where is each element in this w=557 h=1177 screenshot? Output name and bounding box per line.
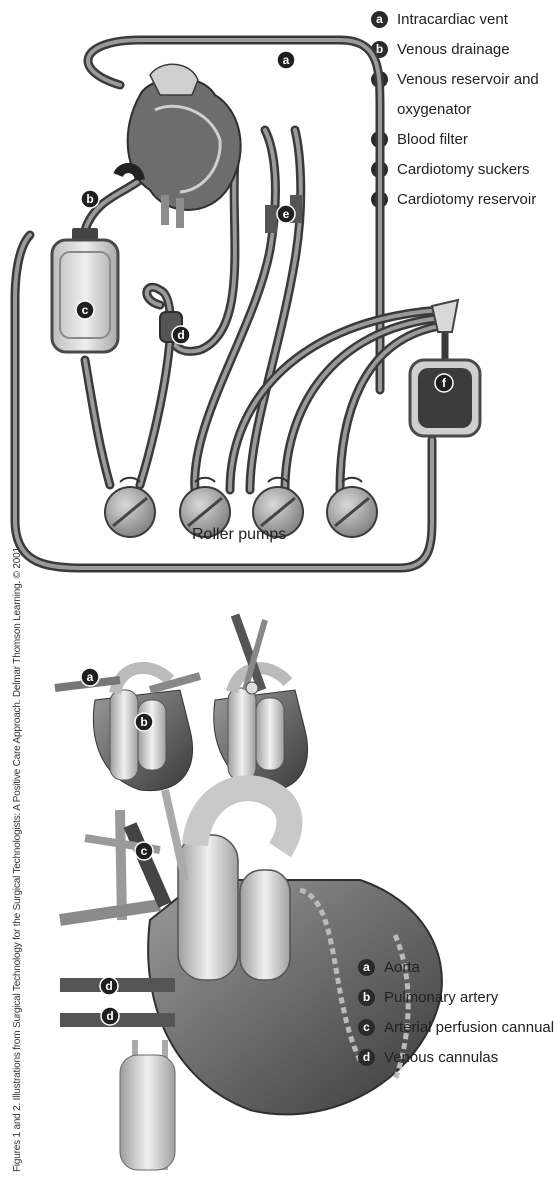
legend-item-arterial-cannula: c Arterial perfusion cannual: [358, 1012, 554, 1042]
svg-text:c: c: [141, 844, 148, 858]
legend-label: Aorta: [384, 959, 420, 976]
marker-f: f: [435, 374, 453, 392]
legend-badge: c: [358, 1019, 375, 1036]
marker-arterial-cannula: c: [135, 842, 153, 860]
marker-e: e: [277, 205, 295, 223]
heart-illustration: [118, 64, 241, 228]
marker-c: c: [76, 301, 94, 319]
marker-b: b: [81, 190, 99, 208]
legend-badge: a: [358, 959, 375, 976]
legend-badge: b: [358, 989, 375, 1006]
cannulation-legend: a Aorta b Pulmonary artery c Arterial pe…: [358, 952, 554, 1072]
roller-pump: [327, 478, 377, 537]
small-heart-left: [55, 668, 200, 791]
legend-label: Arterial perfusion cannual: [384, 1019, 554, 1036]
legend-label: Venous cannulas: [384, 1049, 498, 1066]
legend-badge: d: [358, 1049, 375, 1066]
figure-credit: Figures 1 and 2. Illustrations from Surg…: [12, 545, 23, 1172]
legend-item-pulmonary-artery: b Pulmonary artery: [358, 982, 554, 1012]
roller-pumps-label: Roller pumps: [192, 526, 286, 544]
bypass-circuit-diagram: a b c d e f: [0, 0, 557, 600]
sucker-connector: [265, 205, 277, 233]
svg-text:d: d: [105, 979, 112, 993]
legend-label: Pulmonary artery: [384, 989, 498, 1006]
svg-text:c: c: [82, 303, 89, 317]
marker-pulmonary-artery: b: [135, 713, 153, 731]
marker-d: d: [172, 326, 190, 344]
svg-text:d: d: [106, 1009, 113, 1023]
marker-a: a: [277, 51, 295, 69]
marker-aorta: a: [81, 668, 99, 686]
svg-text:e: e: [283, 207, 290, 221]
legend-item-aorta: a Aorta: [358, 952, 554, 982]
svg-text:a: a: [87, 670, 94, 684]
legend-item-venous-cannulas: d Venous cannulas: [358, 1042, 554, 1072]
marker-venous-cannula: d: [101, 1007, 119, 1025]
svg-text:a: a: [283, 53, 290, 67]
svg-text:d: d: [177, 328, 184, 342]
small-heart-right: [214, 615, 308, 791]
svg-text:b: b: [140, 715, 147, 729]
venous-reservoir: [52, 228, 118, 352]
svg-text:b: b: [86, 192, 93, 206]
marker-venous-cannula: d: [100, 977, 118, 995]
